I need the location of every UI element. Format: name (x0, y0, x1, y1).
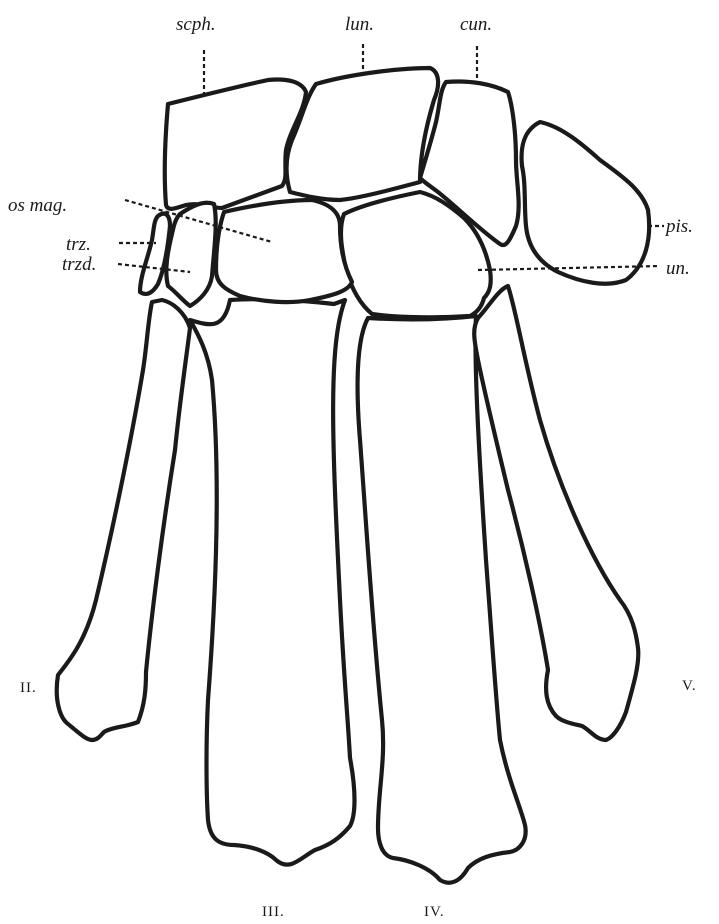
label-trzd: trzd. (62, 254, 96, 275)
label-pis: pis. (664, 216, 693, 237)
lunate-bone (287, 68, 439, 200)
label-metacarpal-v: V. (682, 678, 697, 694)
label-metacarpal-iii: III. (262, 904, 285, 920)
metacarpal-iii (190, 299, 355, 864)
label-cun: cun. (460, 14, 492, 35)
os-magnum-bone (216, 200, 352, 302)
label-metacarpal-iv: IV. (424, 904, 445, 920)
trapezoid-bone (166, 203, 215, 306)
label-un: un. (666, 258, 690, 279)
metacarpal-v (474, 286, 638, 740)
label-metacarpal-ii: II. (20, 680, 37, 696)
pisiform-bone (522, 122, 650, 284)
label-os-mag: os mag. (8, 195, 67, 216)
label-lun: lun. (345, 14, 374, 35)
label-trz: trz. (66, 234, 91, 255)
scaphoid-bone (165, 80, 306, 209)
metacarpal-ii (57, 300, 190, 740)
label-scph: scph. (176, 14, 216, 35)
